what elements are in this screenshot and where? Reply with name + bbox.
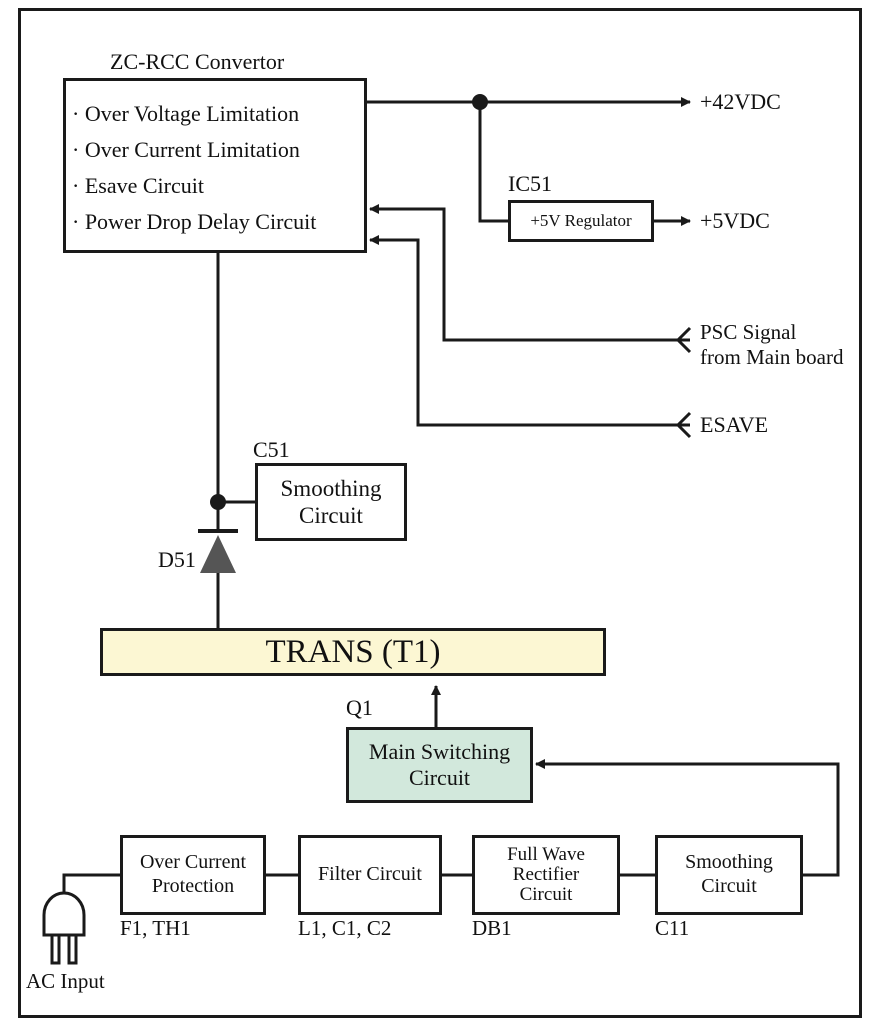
ac-input-label: AC Input (26, 969, 105, 993)
filter-circuit-block: Filter Circuit (298, 835, 442, 915)
q1-ref: Q1 (346, 695, 373, 720)
converter-item: · Esave Circuit (72, 173, 204, 198)
regulator-block: +5V Regulator (508, 200, 654, 242)
wire-psc-signal (369, 204, 690, 342)
c51-ref: C51 (253, 437, 290, 462)
chain-ref: L1, C1, C2 (298, 916, 392, 940)
chain-ref: DB1 (472, 916, 512, 940)
ac-plug-icon (42, 891, 86, 965)
transformer-block: TRANS (T1) (100, 628, 606, 676)
primary-smoothing-block: Smoothing Circuit (655, 835, 803, 915)
chain-ref: F1, TH1 (120, 916, 191, 940)
converter-block: · Over Voltage Limitation · Over Current… (63, 78, 367, 253)
wire-feedback (535, 759, 840, 877)
chain-ref: C11 (655, 916, 690, 940)
psc-signal-label: PSC Signal from Main board (700, 320, 844, 370)
d51-ref: D51 (158, 547, 196, 572)
over-current-protection-block: Over Current Protection (120, 835, 266, 915)
junction-42v (472, 94, 488, 110)
wire-esave (369, 235, 690, 427)
diode-symbol (198, 529, 238, 573)
converter-item: · Over Current Limitation (72, 137, 300, 162)
converter-item: · Over Voltage Limitation (72, 101, 300, 126)
psc-connector (675, 326, 692, 354)
wire-ac-plug (62, 873, 120, 898)
secondary-smoothing-block: Smoothing Circuit (255, 463, 407, 541)
junction-secondary (210, 494, 226, 510)
converter-title: ZC-RCC Convertor (110, 49, 285, 74)
converter-item: · Power Drop Delay Circuit (72, 209, 317, 234)
rectifier-block: Full Wave Rectifier Circuit (472, 835, 620, 915)
wire-to-regulator (478, 102, 508, 223)
regulator-label: +5V Regulator (530, 210, 632, 230)
main-switching-block: Main Switching Circuit (346, 727, 533, 803)
output-42v-label: +42VDC (700, 89, 781, 114)
esave-connector (675, 411, 692, 439)
regulator-ref: IC51 (508, 171, 552, 196)
esave-label: ESAVE (700, 412, 769, 437)
output-5v-label: +5VDC (700, 208, 770, 233)
